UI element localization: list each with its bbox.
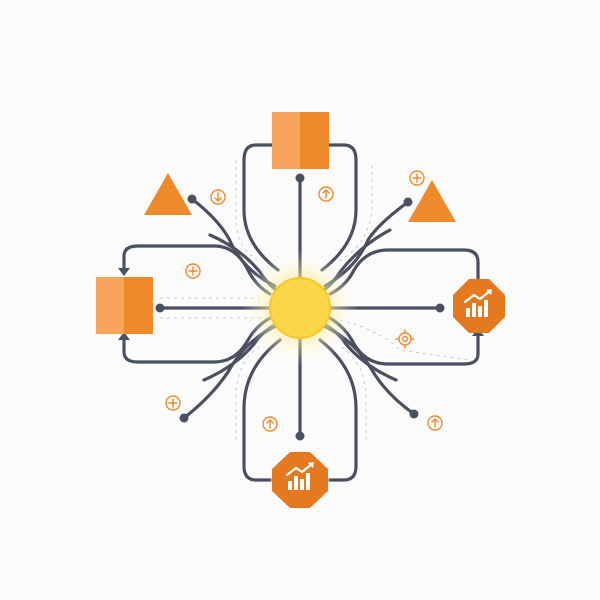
nodes (96, 112, 505, 508)
wire-bottom-left-loop (242, 338, 282, 482)
plus-badge-top-right (409, 170, 425, 186)
arrow-up-badge-top (318, 186, 334, 202)
plus-badge-bottom-left (165, 395, 181, 411)
wire-top-right-loop (320, 143, 358, 272)
guide-bottom-left (235, 344, 263, 440)
gear-badge-right (395, 329, 415, 349)
dot-left (155, 303, 165, 313)
dot-right (435, 303, 445, 313)
sun-hub-icon (269, 277, 331, 339)
plus-icon (412, 173, 422, 183)
square-block-shade (96, 277, 124, 334)
arrow-up-badge-bottom-right (427, 415, 443, 431)
plus-icon (188, 266, 198, 276)
dot-upper-left (187, 194, 197, 204)
plus-badge-left (185, 263, 201, 279)
triangle-icon-upper-right (408, 180, 456, 222)
right-growth-node (453, 279, 505, 333)
growth-chart-icon (463, 289, 492, 317)
dot-lower-right (409, 409, 419, 419)
wire-top-left-loop (242, 143, 280, 272)
central-hub (242, 250, 358, 366)
triangle-icon-upper-left (144, 173, 192, 215)
arrow-down-badge (210, 189, 226, 205)
arrow-up-icon (266, 419, 274, 429)
growth-chart-icon (285, 462, 314, 490)
guide-top-left (235, 160, 263, 263)
dot-lower-left (179, 413, 189, 423)
top-square-node (272, 112, 329, 169)
arrowhead-left-bottom (118, 332, 130, 340)
arrow-up-icon (322, 189, 330, 199)
arrow-down-icon (214, 192, 222, 202)
square-block-shade (272, 112, 300, 169)
left-square-node (96, 277, 153, 334)
dot-top (295, 173, 305, 183)
arrow-up-icon (431, 418, 439, 428)
arrow-up-badge-bottom (262, 416, 278, 432)
guide-bottom-right (337, 344, 367, 440)
dot-upper-right (403, 197, 413, 207)
wire-bottom-right-loop (318, 338, 358, 482)
plus-icon (168, 398, 178, 408)
dot-bottom (295, 431, 305, 441)
bottom-growth-node (272, 452, 328, 508)
arrowhead-left-top (118, 268, 130, 276)
gear-icon (401, 335, 409, 343)
mini-badges (165, 170, 443, 432)
